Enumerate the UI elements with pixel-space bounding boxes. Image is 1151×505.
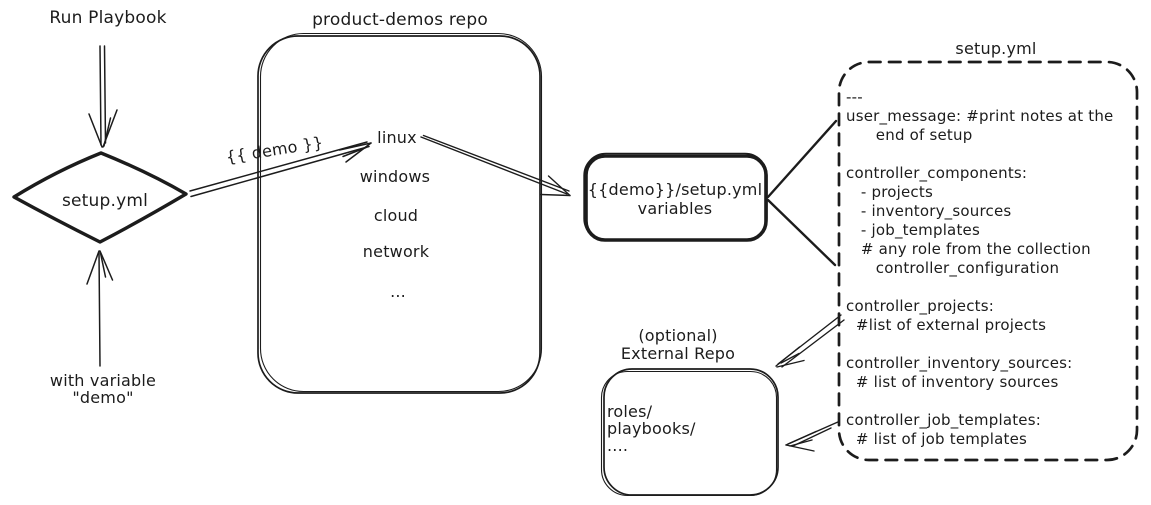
repo-item-network: network: [362, 242, 430, 261]
variables-to-setup-yml-lines: [766, 119, 838, 267]
setup-yml-content: --- user_message: #print notes at the en…: [846, 88, 1114, 448]
setup-yml-file-title: setup.yml: [955, 39, 1037, 58]
product-demos-repo-box: [257, 32, 543, 394]
product-demos-repo-title: product-demos repo: [312, 10, 488, 30]
repo-item-cloud: cloud: [373, 206, 419, 225]
run-playbook-label: Run Playbook: [49, 8, 167, 28]
repo-item-ellipsis: ...: [390, 282, 406, 301]
external-repo-content: roles/ playbooks/ ....: [607, 402, 696, 455]
linux-to-variables-arrow: [420, 134, 571, 197]
job-templates-to-external-repo-arrow: [785, 420, 840, 452]
variables-box-label: {{demo}}/setup.yml variables: [587, 180, 763, 218]
repo-item-linux: linux: [377, 128, 417, 147]
setup-yml-diamond-label: setup.yml: [61, 191, 149, 211]
with-variable-arrow: [86, 250, 114, 367]
demo-variable-arrow: [189, 141, 372, 198]
external-repo-label: (optional) External Repo: [620, 326, 736, 363]
repo-item-windows: windows: [359, 167, 431, 186]
with-variable-note: with variable "demo": [49, 371, 157, 407]
projects-to-external-repo-arrow: [775, 314, 845, 368]
setup-yml-file-box: [837, 60, 1139, 462]
run-playbook-arrow: [88, 45, 118, 148]
setup-yml-diamond-shape: [12, 151, 188, 244]
external-repo-box: [600, 368, 779, 497]
